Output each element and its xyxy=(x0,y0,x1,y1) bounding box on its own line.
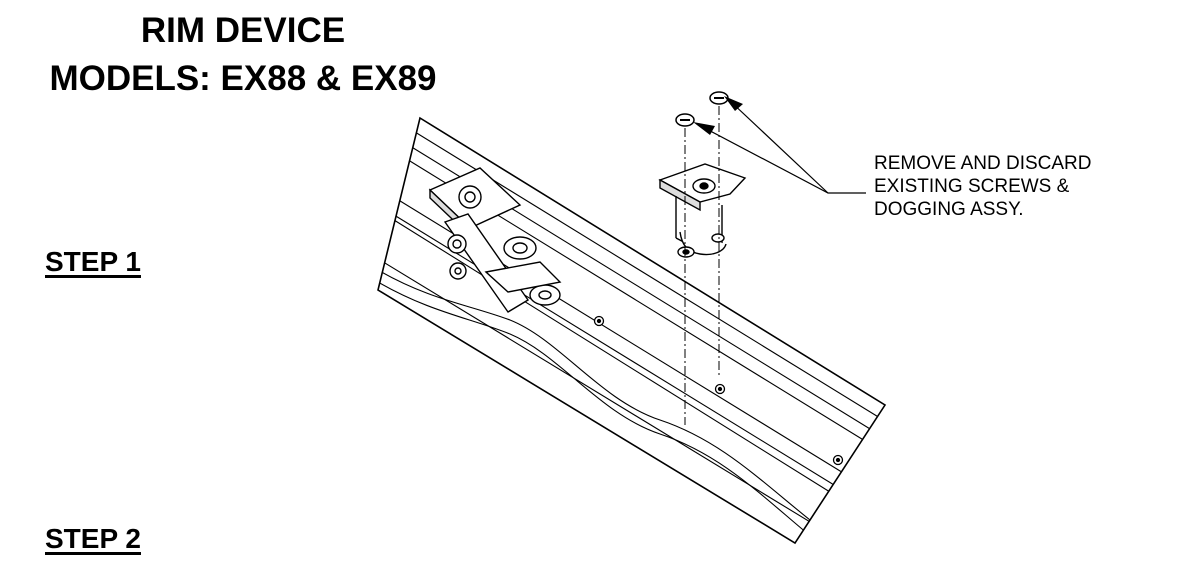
title-line-2: MODELS: EX88 & EX89 xyxy=(49,59,437,98)
dogging-assembly xyxy=(658,163,747,258)
callout-line-2: EXISTING SCREWS & xyxy=(874,176,1070,197)
alignment-centerlines xyxy=(684,106,720,425)
title-line-1: RIM DEVICE xyxy=(140,11,346,50)
callout-note: REMOVE AND DISCARD EXISTING SCREWS & DOG… xyxy=(874,152,1091,221)
step-2-heading: STEP 2 xyxy=(45,523,141,554)
callout-line-1: REMOVE AND DISCARD xyxy=(874,153,1092,174)
arrowhead-1 xyxy=(693,122,715,135)
arrowhead-2 xyxy=(724,96,743,111)
callout-leaders xyxy=(696,99,866,194)
linkage-mechanism xyxy=(428,167,562,313)
step-1-heading: STEP 1 xyxy=(45,246,141,277)
rail-holes xyxy=(593,315,844,466)
screws xyxy=(675,91,729,127)
callout-line-3: DOGGING ASSY. xyxy=(874,199,1024,220)
